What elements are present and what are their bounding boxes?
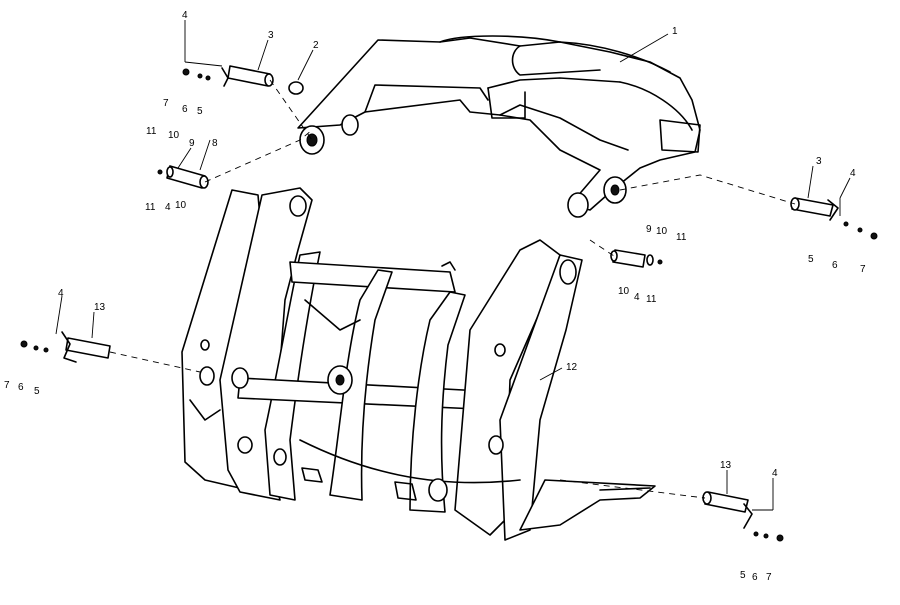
callout-9: 9	[646, 224, 652, 235]
callout-10: 10	[168, 130, 180, 141]
pin-top-right	[790, 197, 878, 240]
callout-13: 13	[94, 302, 106, 313]
callout-4: 4	[634, 292, 640, 303]
callout-5: 5	[34, 386, 40, 397]
callout-5: 5	[197, 106, 203, 117]
pin-bottom-right	[702, 491, 784, 542]
upper-clamp-arm	[297, 35, 701, 218]
callout-6: 6	[182, 104, 188, 115]
callout-3: 3	[268, 30, 274, 41]
callout-7: 7	[4, 380, 10, 391]
callout-4: 4	[772, 468, 778, 479]
callout-11: 11	[145, 202, 156, 213]
callout-10: 10	[618, 286, 630, 297]
callout-10: 10	[175, 200, 187, 211]
callout-11: 11	[676, 232, 687, 243]
callout-9: 9	[189, 138, 195, 149]
callout-1: 1	[672, 26, 678, 37]
callout-4: 4	[850, 168, 856, 179]
assembly-axes	[109, 79, 796, 499]
callout-7: 7	[766, 572, 772, 583]
callout-4: 4	[165, 202, 171, 213]
callout-13: 13	[720, 460, 732, 471]
callout-6: 6	[752, 572, 758, 583]
callout-8: 8	[212, 138, 218, 149]
callout-5: 5	[740, 570, 746, 581]
callout-11: 11	[146, 126, 157, 137]
pin-mid-left	[157, 165, 209, 189]
callout-4: 4	[58, 288, 64, 299]
callout-10: 10	[656, 226, 668, 237]
leader-lines	[55, 20, 851, 511]
callout-3: 3	[816, 156, 822, 167]
callout-6: 6	[832, 260, 838, 271]
callout-labels: 1 2 3 4 5 6 7 8 9 10 10 11 11 4 3 4 5 6 …	[4, 10, 866, 583]
grapple-fork-frame	[181, 187, 656, 541]
callout-12: 12	[566, 362, 578, 373]
pin-bottom-left	[20, 331, 111, 363]
pin-mid-right	[610, 249, 663, 268]
callout-11: 11	[646, 294, 657, 305]
callout-4: 4	[182, 10, 188, 21]
callout-6: 6	[18, 382, 24, 393]
callout-5: 5	[808, 254, 814, 265]
callout-7: 7	[163, 98, 169, 109]
callout-7: 7	[860, 264, 866, 275]
callout-2: 2	[313, 40, 319, 51]
pin-top-left	[182, 65, 304, 95]
